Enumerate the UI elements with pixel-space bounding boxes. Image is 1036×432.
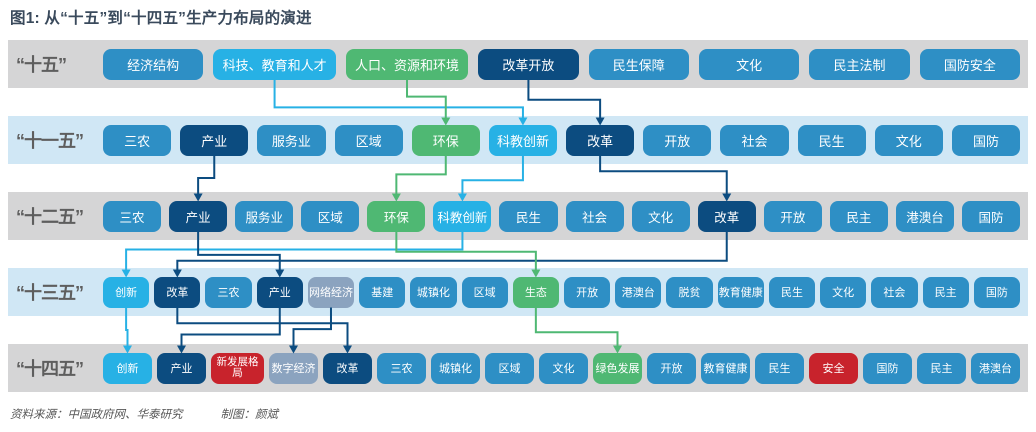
plan-box: 文化: [820, 276, 867, 308]
row-label: “十五”: [16, 55, 67, 75]
plan-box: 国防: [973, 276, 1020, 308]
plan-box: 民主: [917, 352, 966, 384]
plan-box: 文化: [874, 124, 943, 156]
plan-box: 社会: [720, 124, 789, 156]
plan-box: 民生: [499, 200, 558, 232]
plan-box: 环保: [367, 200, 426, 232]
plan-box: 服务业: [257, 124, 326, 156]
plan-box: 科技、教育和人才: [213, 48, 336, 80]
plan-box: 创新: [103, 352, 152, 384]
plan-box: 社会: [871, 276, 918, 308]
plan-band-row5: “十四五”创新产业新发展格局数字经济改革三农城镇化区域文化绿色发展开放教育健康民…: [8, 344, 1028, 392]
plan-box: 城镇化: [410, 276, 457, 308]
figure-footer: 资料来源：中国政府网、华泰研究 制图：颜斌: [10, 406, 278, 422]
row-label: “十四五”: [16, 359, 84, 379]
plan-band-row3: “十二五” 三农产业服务业区域环保科教创新民生社会文化改革开放民主港澳台国防: [8, 192, 1028, 240]
plan-box: 国防: [962, 200, 1021, 232]
plan-box: 数字经济: [269, 352, 318, 384]
plan-box: 开放: [647, 352, 696, 384]
plan-box: 国防: [951, 124, 1021, 156]
plan-box: 民主: [922, 276, 969, 308]
plan-box: 教育健康: [717, 276, 764, 308]
plan-box: 城镇化: [431, 352, 480, 384]
row-label: “十三五”: [16, 283, 84, 303]
plan-box: 脱贫: [666, 276, 713, 308]
plan-box: 人口、资源和环境: [345, 48, 469, 80]
plan-box: 港澳台: [895, 200, 955, 232]
plan-box: 三农: [103, 200, 162, 232]
plan-box: 产业: [157, 352, 206, 384]
plan-box: 国防安全: [919, 48, 1021, 80]
plan-box: 创新: [103, 276, 150, 308]
row-boxes: 经济结构科技、教育和人才人口、资源和环境改革开放民生保障文化民主法制国防安全: [103, 48, 1021, 80]
source-note: 资料来源：中国政府网、华泰研究: [10, 409, 183, 421]
plan-box: 民生: [797, 124, 866, 156]
plan-band-row2: “十一五” 三农产业服务业区域环保科教创新改革开放社会民生文化国防: [8, 116, 1028, 164]
plan-box: 民生: [755, 352, 804, 384]
plan-box: 三农: [205, 276, 252, 308]
plan-box: 民主: [829, 200, 888, 232]
plan-box: 区域: [334, 124, 403, 156]
plan-box: 区域: [461, 276, 508, 308]
plan-box: 开放: [643, 124, 712, 156]
row-label: “十一五”: [16, 131, 84, 151]
plan-box: 开放: [763, 200, 822, 232]
plan-box: 改革: [697, 200, 756, 232]
plan-box: 安全: [809, 352, 858, 384]
row-boxes: 创新产业新发展格局数字经济改革三农城镇化区域文化绿色发展开放教育健康民生安全国防…: [103, 352, 1020, 384]
plan-box: 文化: [698, 48, 800, 80]
plan-box: 港澳台: [615, 276, 662, 308]
plan-box: 文化: [631, 200, 690, 232]
plan-box: 三农: [377, 352, 426, 384]
figure-title: 图1: 从“十五”到“十四五”生产力布局的演进: [10, 10, 312, 27]
plan-box: 改革: [566, 124, 635, 156]
plan-box: 新发展格局: [211, 352, 264, 384]
plan-band-row1: “十五” 经济结构科技、教育和人才人口、资源和环境改革开放民生保障文化民主法制国防…: [8, 40, 1028, 88]
plan-box: 民主法制: [809, 48, 910, 80]
plan-box: 生态: [512, 276, 559, 308]
plan-box: 环保: [411, 124, 480, 156]
credit-note: 制图：颜斌: [220, 409, 279, 421]
plan-box: 教育健康: [701, 352, 750, 384]
plan-box: 产业: [256, 276, 303, 308]
plan-box: 社会: [565, 200, 624, 232]
plan-box: 改革开放: [478, 48, 579, 80]
plan-box: 文化: [539, 352, 588, 384]
diagram: “十五”经济结构科技、教育和人才人口、资源和环境改革开放民生保障文化民主法制国防…: [8, 40, 1028, 420]
plan-box: 区域: [485, 352, 534, 384]
plan-box: 民生保障: [588, 48, 689, 80]
plan-box: 产业: [169, 200, 228, 232]
plan-box: 改革: [154, 276, 201, 308]
plan-box: 经济结构: [103, 48, 204, 80]
plan-box: 港澳台: [971, 352, 1020, 384]
row-boxes: 创新改革三农产业网络经济基建城镇化区域生态开放港澳台脱贫教育健康民生文化社会民主…: [103, 276, 1020, 308]
plan-box: 科教创新: [433, 200, 492, 232]
plan-box: 区域: [301, 200, 360, 232]
plan-box: 国防: [863, 352, 912, 384]
plan-box: 民生: [768, 276, 816, 308]
row-boxes: 三农产业服务业区域环保科教创新改革开放社会民生文化国防: [103, 124, 1021, 156]
plan-box: 改革: [323, 352, 372, 384]
plan-box: 科教创新: [488, 124, 558, 156]
plan-box: 基建: [359, 276, 406, 308]
plan-band-row4: “十三五” 创新改革三农产业网络经济基建城镇化区域生态开放港澳台脱贫教育健康民生文…: [8, 268, 1028, 316]
row-label: “十二五”: [16, 207, 84, 227]
plan-box: 绿色发展: [593, 352, 642, 384]
plan-box: 网络经济: [307, 276, 355, 308]
plan-box: 三农: [103, 124, 172, 156]
plan-box: 产业: [180, 124, 249, 156]
plan-box: 开放: [563, 276, 611, 308]
plan-box: 服务业: [235, 200, 294, 232]
row-boxes: 三农产业服务业区域环保科教创新民生社会文化改革开放民主港澳台国防: [103, 200, 1021, 232]
